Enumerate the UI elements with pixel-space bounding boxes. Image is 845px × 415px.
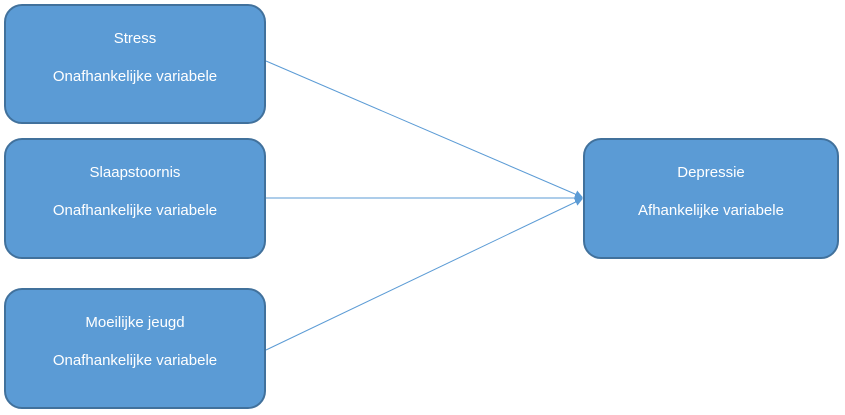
node-slaapstoornis-role: Onafhankelijke variabele (52, 202, 218, 219)
node-moeilijke-jeugd: Moeilijke jeugd Onafhankelijke variabele (4, 288, 266, 409)
node-depressie: Depressie Afhankelijke variabele (583, 138, 839, 259)
arrow-moeilijke-jeugd-to-depressie (265, 198, 583, 351)
node-slaapstoornis-title: Slaapstoornis (89, 164, 181, 181)
arrow-stress-to-depressie (265, 60, 583, 198)
node-slaapstoornis: Slaapstoornis Onafhankelijke variabele (4, 138, 266, 259)
node-stress-title: Stress (113, 30, 157, 47)
node-stress-role: Onafhankelijke variabele (52, 68, 218, 85)
node-stress: Stress Onafhankelijke variabele (4, 4, 266, 124)
node-depressie-title: Depressie (677, 164, 745, 181)
node-moeilijke-jeugd-role: Onafhankelijke variabele (52, 352, 218, 369)
node-depressie-role: Afhankelijke variabele (638, 202, 784, 219)
node-moeilijke-jeugd-title: Moeilijke jeugd (85, 314, 185, 331)
